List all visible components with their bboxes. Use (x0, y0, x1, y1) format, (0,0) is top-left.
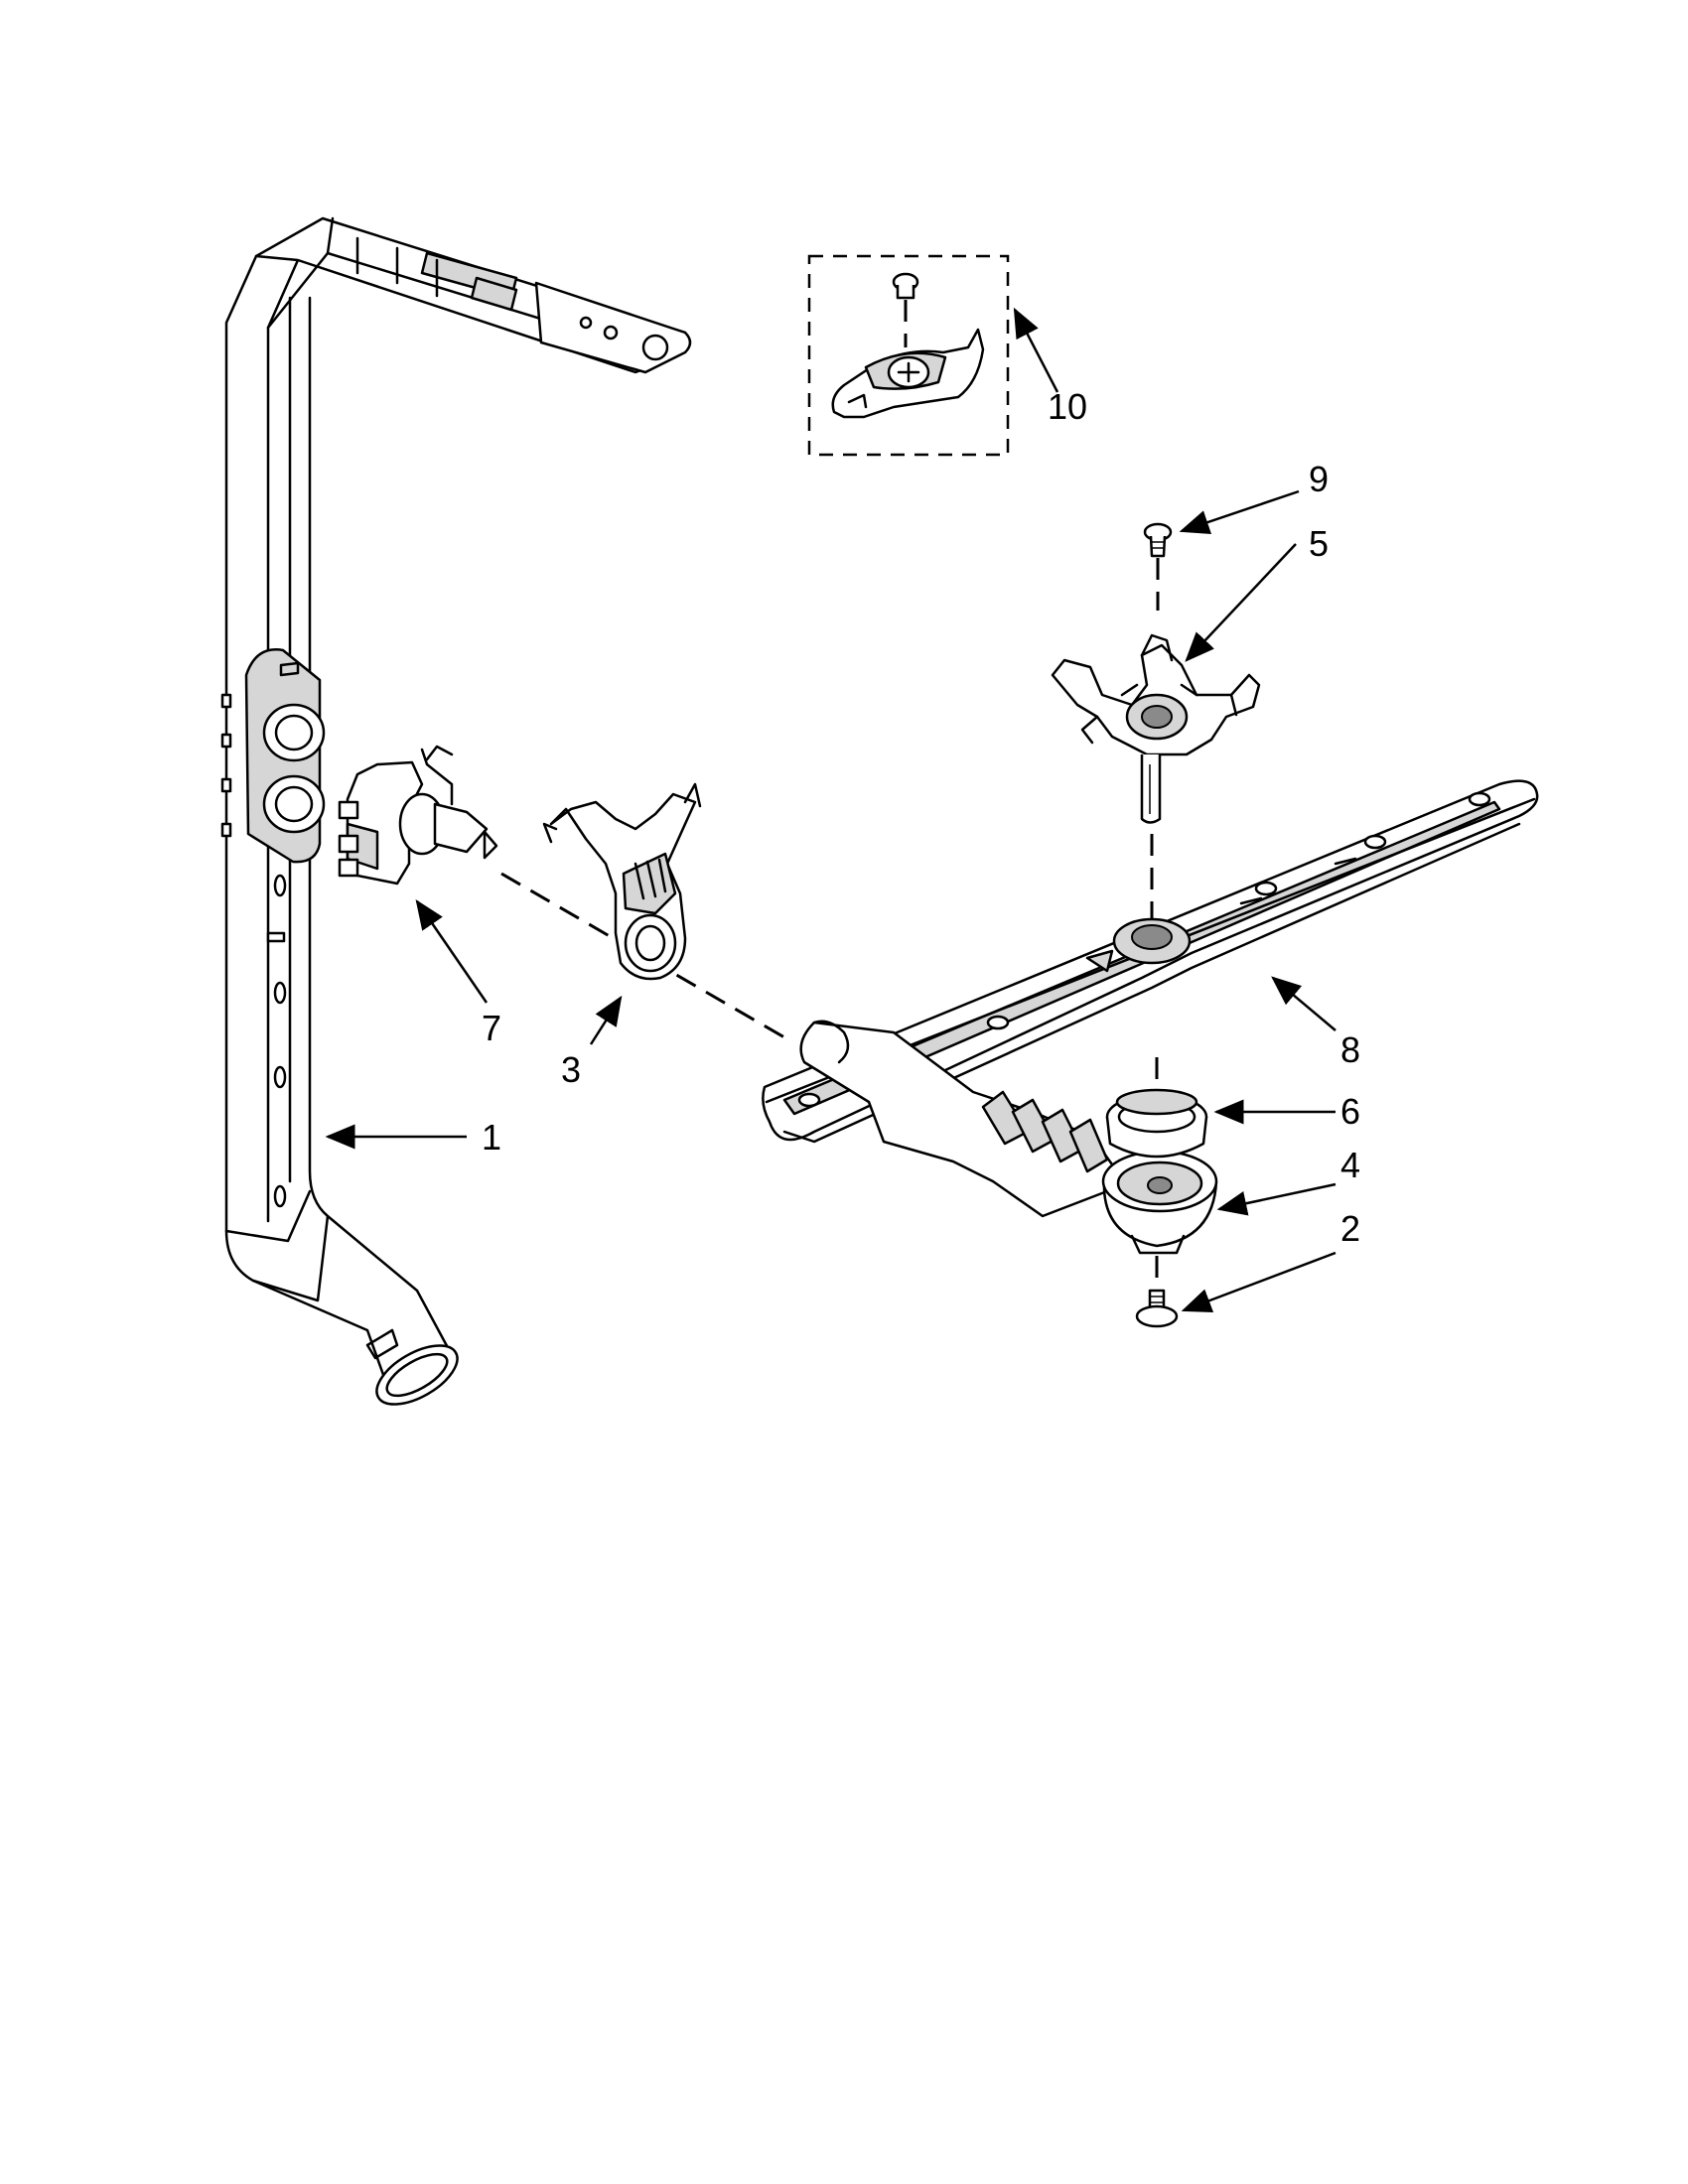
callout-4: 4 (1340, 1145, 1360, 1185)
part-1-supply-tube (220, 216, 692, 1406)
part-5-spray-arm-mount (1051, 633, 1261, 923)
leader-5 (1185, 543, 1297, 662)
callout-3: 3 (561, 1049, 581, 1090)
part-10-assembly (807, 254, 1010, 457)
leader-9 (1179, 489, 1300, 535)
leader-lines (325, 307, 1336, 1312)
part-9-screw (1143, 522, 1173, 611)
callout-numbers: 1 2 3 4 5 6 7 8 9 10 (482, 386, 1360, 1249)
part-8-spray-arm (762, 779, 1539, 1144)
part-3-clip (542, 782, 702, 981)
callout-1: 1 (482, 1117, 501, 1158)
leader-3 (589, 995, 623, 1045)
part-6-ring-seal (1105, 1057, 1208, 1159)
leader-2 (1181, 1251, 1336, 1312)
callout-10: 10 (1048, 386, 1087, 427)
callout-5: 5 (1309, 523, 1329, 564)
callout-2: 2 (1340, 1208, 1360, 1249)
part-7-diverter (338, 745, 785, 1039)
callout-7: 7 (482, 1008, 501, 1048)
callout-8: 8 (1340, 1029, 1360, 1070)
callout-9: 9 (1309, 459, 1329, 499)
leader-10 (1013, 307, 1059, 393)
leader-4 (1216, 1182, 1336, 1216)
part-2-screw (1135, 1289, 1179, 1328)
leader-7 (415, 898, 489, 1004)
callout-6: 6 (1340, 1091, 1360, 1132)
leader-8 (1271, 976, 1336, 1031)
part-4-manifold (799, 1020, 1218, 1291)
